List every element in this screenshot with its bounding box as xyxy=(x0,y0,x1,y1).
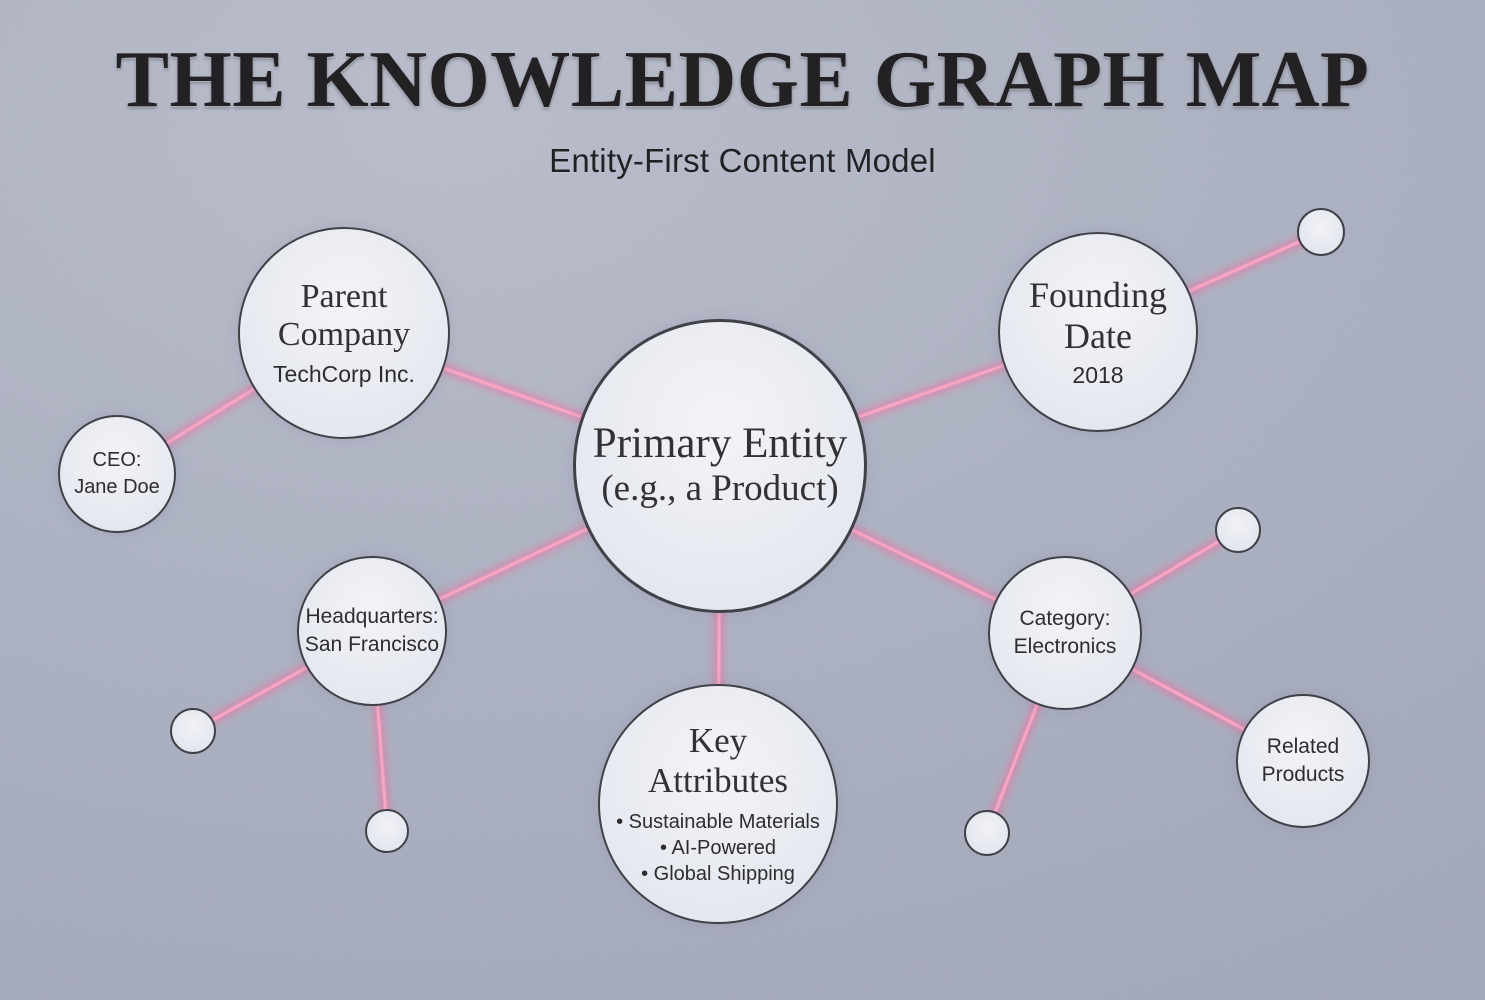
node-primary-entity-sublabel: (e.g., a Product) xyxy=(601,468,839,510)
header: THE KNOWLEDGE GRAPH MAP Entity-First Con… xyxy=(0,36,1485,180)
node-key-attributes-label-line2: Attributes xyxy=(648,760,788,800)
node-primary-entity: Primary Entity (e.g., a Product) xyxy=(573,319,867,613)
node-related-products: Related Products xyxy=(1236,694,1370,828)
node-founding-date-label-line2: Date xyxy=(1064,315,1132,356)
node-ceo: CEO: Jane Doe xyxy=(58,415,176,533)
satellite-node-category-lower xyxy=(964,810,1010,856)
satellite-node-founding xyxy=(1297,208,1345,256)
node-related-products-label-line2: Products xyxy=(1261,763,1345,786)
node-related-products-label-line1: Related xyxy=(1266,734,1340,758)
bullet-item: • Sustainable Materials xyxy=(616,810,820,833)
bullet-item: • AI-Powered xyxy=(660,836,776,859)
node-founding-date: Founding Date 2018 xyxy=(998,232,1198,432)
node-parent-company-label-line2: Company xyxy=(277,316,411,353)
node-parent-company: Parent Company TechCorp Inc. xyxy=(238,227,450,439)
node-category: Category: Electronics xyxy=(988,556,1142,710)
node-headquarters-value: San Francisco xyxy=(304,633,440,656)
satellite-node-category-upper xyxy=(1215,507,1261,553)
node-parent-company-label-line1: Parent xyxy=(300,277,388,315)
page-title: THE KNOWLEDGE GRAPH MAP xyxy=(115,36,1370,124)
node-key-attributes-label-line1: Key xyxy=(688,721,748,761)
node-category-label: Category: xyxy=(1019,606,1111,630)
node-founding-date-label-line1: Founding xyxy=(1028,274,1168,315)
node-parent-company-value: TechCorp Inc. xyxy=(273,361,415,388)
node-key-attributes: Key Attributes • Sustainable Materials •… xyxy=(598,684,838,924)
node-headquarters: Headquarters: San Francisco xyxy=(297,556,447,706)
page-subtitle: Entity-First Content Model xyxy=(549,141,936,179)
node-founding-date-value: 2018 xyxy=(1072,362,1124,389)
node-primary-entity-label: Primary Entity xyxy=(592,420,848,468)
satellite-node-hq-left xyxy=(170,708,216,754)
node-key-attributes-bullet-list: • Sustainable Materials • AI-Powered • G… xyxy=(616,809,820,887)
node-category-value: Electronics xyxy=(1013,635,1117,658)
node-headquarters-label: Headquarters: xyxy=(305,604,439,628)
node-ceo-value: Jane Doe xyxy=(74,476,160,498)
satellite-node-hq-lower xyxy=(365,809,409,853)
bullet-item: • Global Shipping xyxy=(641,862,795,885)
node-ceo-label: CEO: xyxy=(92,449,142,471)
